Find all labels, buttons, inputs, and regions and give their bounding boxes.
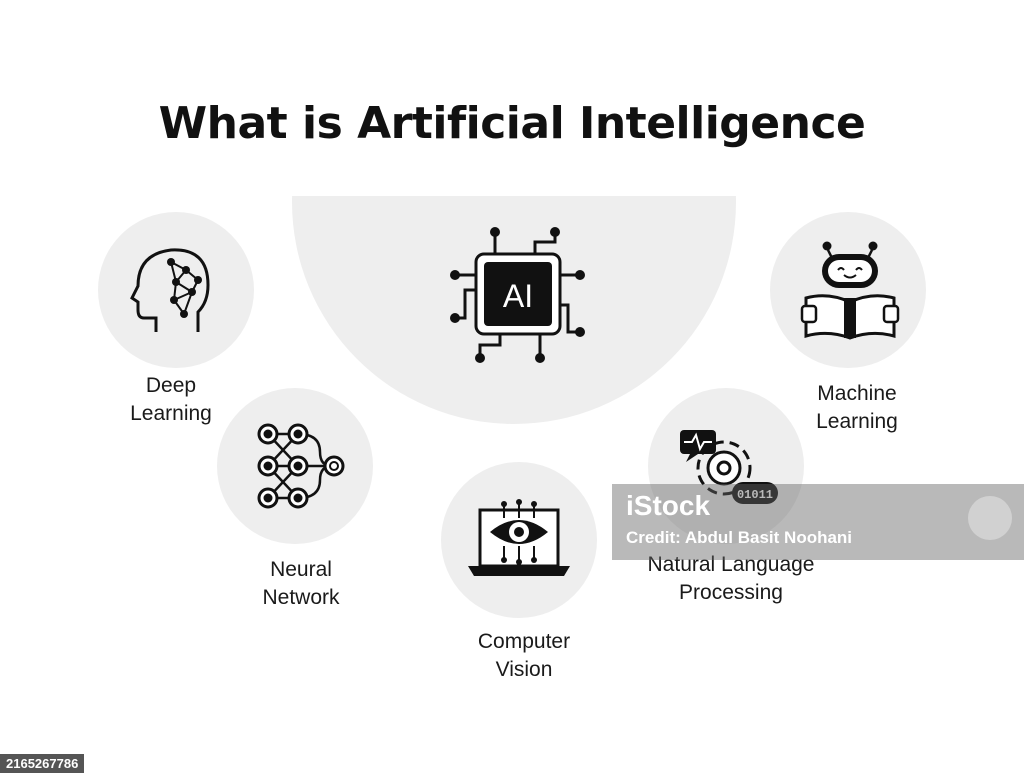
- computer-vision-label: Computer Vision: [477, 630, 571, 681]
- watermark-mark-icon: [968, 496, 1012, 540]
- binary-label: 01011: [737, 488, 773, 502]
- image-id-badge: 2165267786: [0, 754, 85, 773]
- robot-book-icon: [800, 241, 900, 340]
- ai-chip-label: AI: [503, 278, 533, 314]
- watermark-banner: iStock Credit: Abdul Basit Noohani: [612, 484, 1024, 560]
- gear-speech-icon: 01011: [680, 430, 778, 504]
- watermark-logo: iStock: [626, 490, 711, 521]
- machine-learning-label: Machine Learning: [816, 382, 898, 433]
- ai-chip-icon: AI: [450, 227, 585, 363]
- nlp-label: Natural Language Processing: [647, 553, 815, 604]
- neural-network-icon: [257, 423, 345, 509]
- laptop-eye-icon: [468, 499, 570, 576]
- head-network-icon: [130, 248, 210, 332]
- page-title: What is Artificial Intelligence: [158, 98, 866, 149]
- deep-learning-label: Deep Learning: [130, 374, 212, 425]
- watermark-credit: Credit: Abdul Basit Noohani: [626, 528, 853, 547]
- neural-network-label: Neural Network: [262, 558, 340, 609]
- machine-learning-circle: [770, 212, 926, 368]
